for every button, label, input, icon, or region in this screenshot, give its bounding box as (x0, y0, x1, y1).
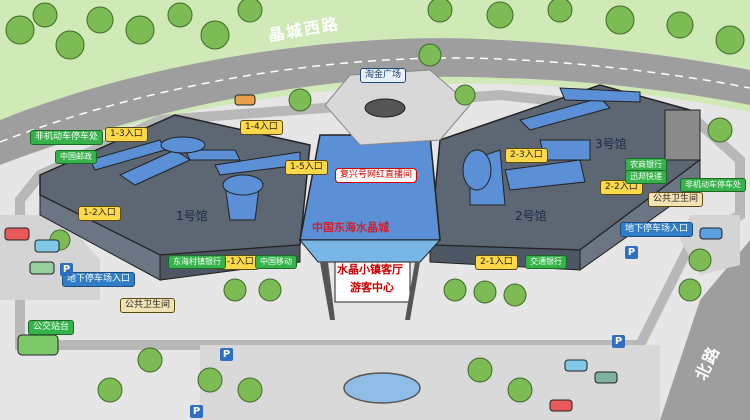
china-post[interactable]: 中国邮政 (55, 150, 97, 164)
hall-2-label[interactable]: 2号馆 (515, 209, 547, 223)
entrance-2-3[interactable]: 2-3入口 (505, 148, 548, 163)
fountain (343, 372, 421, 404)
parking-marker-2[interactable]: P (625, 246, 638, 259)
underground-parking-right[interactable]: 地下停车场入口 (620, 222, 694, 237)
roof-banner: 中国东海水晶城 (312, 221, 389, 234)
entrance-1-3[interactable]: 1-3入口 (105, 127, 148, 142)
cars (4, 94, 723, 412)
parking-marker-1[interactable]: P (60, 263, 73, 276)
public-toilet-right[interactable]: 公共卫生间 (648, 192, 704, 207)
parking-marker-5[interactable]: P (190, 405, 203, 418)
entrance-1-5[interactable]: 1-5入口 (285, 160, 328, 175)
underground-parking-left[interactable]: 地下停车场入口 (62, 272, 136, 287)
nonmotor-parking-left[interactable]: 非机动车停车处 (30, 130, 104, 145)
live-stream-room[interactable]: 复兴号网红直播间 (335, 168, 418, 183)
hall-3-label[interactable]: 3号馆 (595, 137, 627, 151)
express-delivery[interactable]: 迅邦快递 (625, 170, 667, 184)
china-mobile[interactable]: 中国移动 (255, 255, 297, 269)
hall-1-label[interactable]: 1号馆 (176, 209, 208, 223)
parking-marker-4[interactable]: P (612, 335, 625, 348)
visitor-center-line2[interactable]: 游客中心 (350, 281, 394, 294)
donghai-bank[interactable]: 东海村镇银行 (168, 255, 226, 269)
visitor-center-line1[interactable]: 水晶小镇客厅 (337, 263, 403, 276)
entrance-1-4[interactable]: 1-4入口 (240, 120, 283, 135)
bank-of-communications[interactable]: 交通银行 (525, 255, 567, 269)
plaza-label[interactable]: 淘金广场 (360, 68, 407, 83)
east-road (660, 240, 750, 420)
bus-stop[interactable]: 公交站台 (28, 320, 75, 335)
public-toilet-left[interactable]: 公共卫生间 (120, 298, 176, 313)
north-road (0, 38, 750, 165)
bus (17, 334, 59, 356)
parking-marker-3[interactable]: P (220, 348, 233, 361)
entrance-1-2[interactable]: 1-2入口 (78, 206, 121, 221)
nonmotor-parking-right[interactable]: 非机动车停车处 (680, 178, 746, 192)
entrance-2-1[interactable]: 2-1入口 (475, 255, 518, 270)
